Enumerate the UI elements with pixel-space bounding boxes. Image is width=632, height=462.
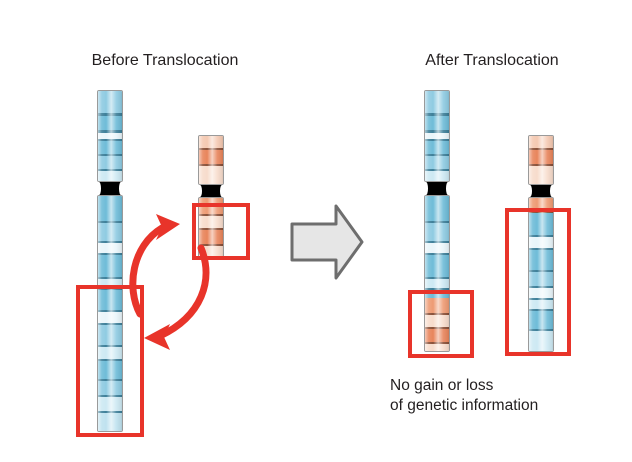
blue-before-centromere <box>97 182 123 195</box>
orange-after-centromere <box>528 185 554 197</box>
blue-after-upper-arm <box>424 90 450 182</box>
result-caption: No gain or loss of genetic information <box>390 377 539 414</box>
orange-before-upper-arm <box>198 135 224 185</box>
highlight-translocated-orange-segment <box>408 290 474 358</box>
arrow-orange-to-blue <box>144 244 210 350</box>
arrow-blue-to-orange <box>129 214 180 318</box>
exchange-arrows <box>129 214 210 350</box>
highlight-blue-lower-arm <box>76 285 144 437</box>
panel-title-before: Before Translocation <box>91 52 239 69</box>
orange-after-upper-arm <box>528 135 554 185</box>
orange-before-centromere <box>198 185 224 197</box>
highlight-orange-lower-arm <box>192 203 250 260</box>
blue-before-upper-arm <box>97 90 123 182</box>
blue-after-centromere <box>424 182 450 195</box>
panel-title-after: After Translocation <box>425 52 559 69</box>
highlight-translocated-blue-segment <box>505 208 571 356</box>
process-arrow <box>290 204 364 280</box>
